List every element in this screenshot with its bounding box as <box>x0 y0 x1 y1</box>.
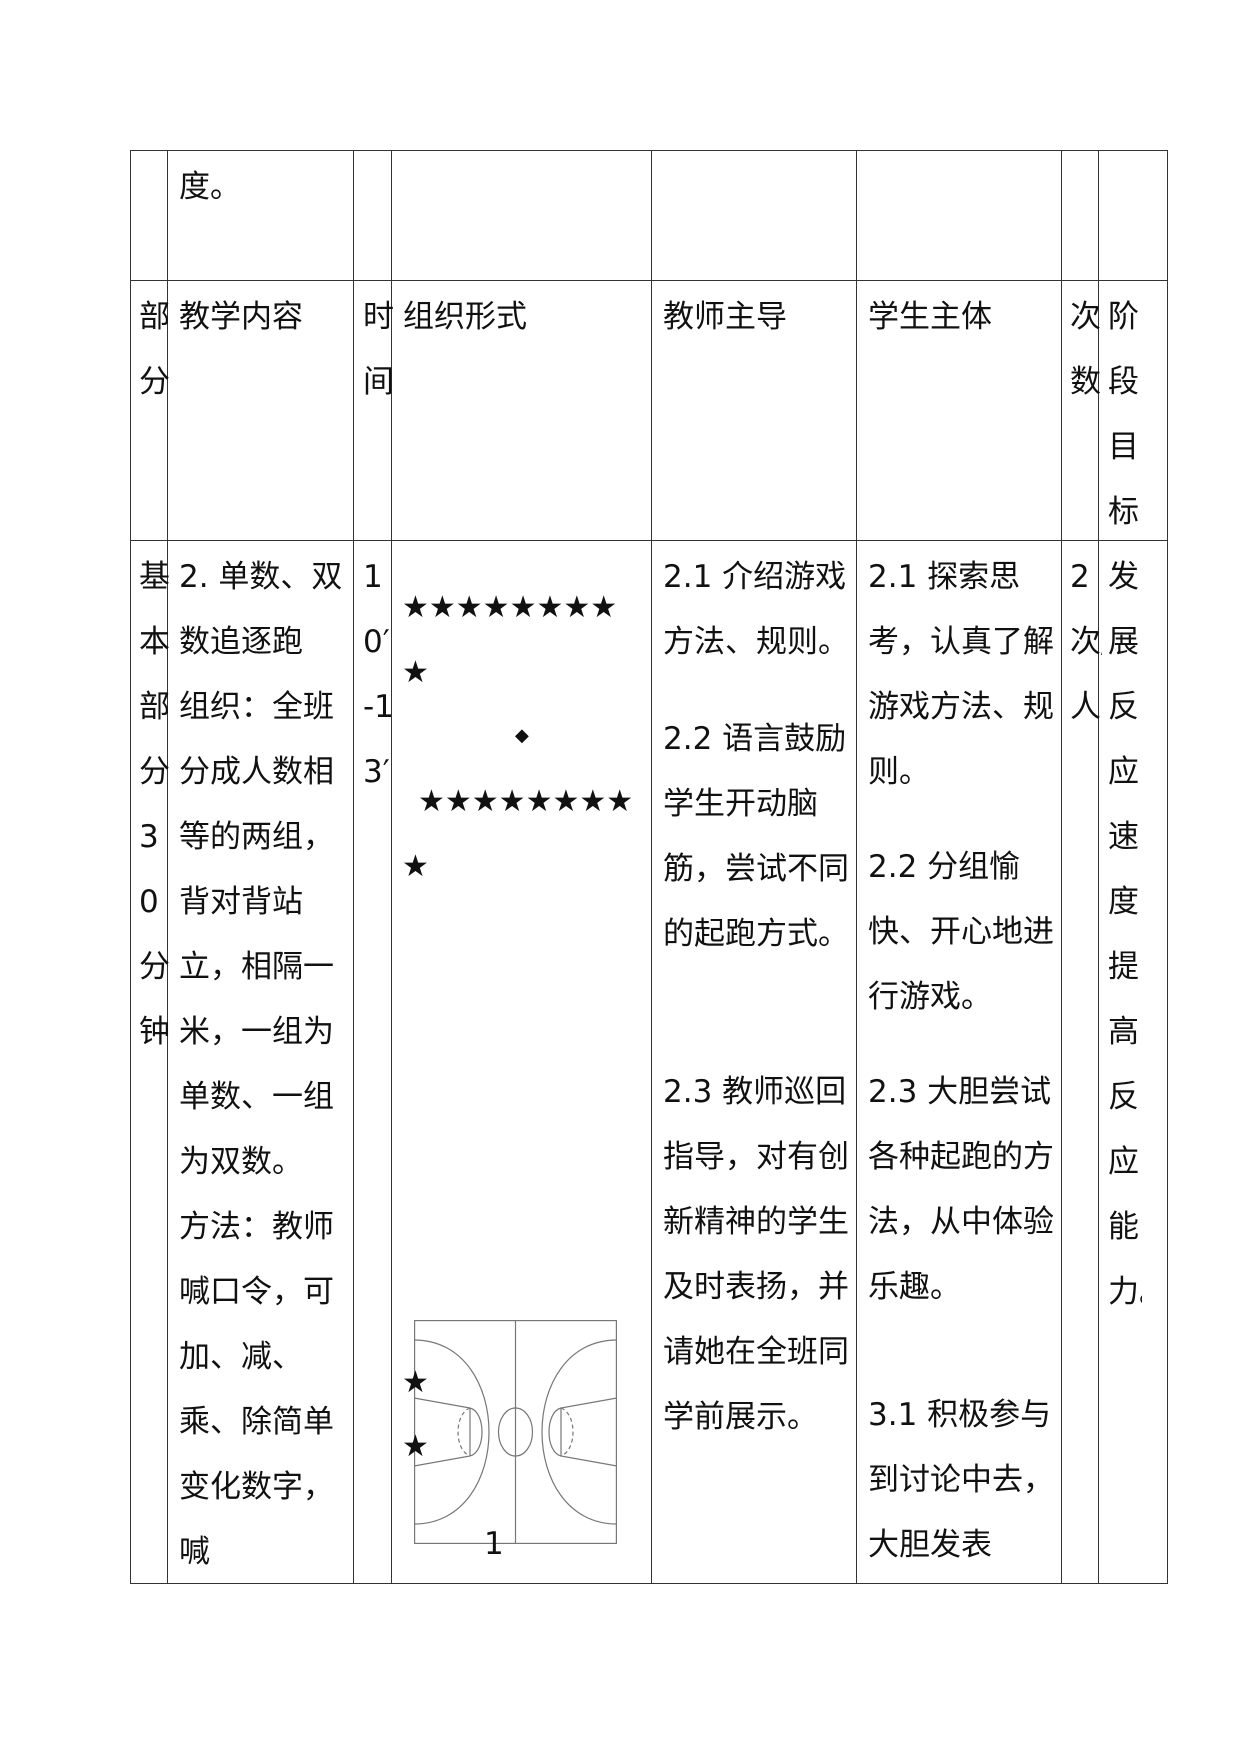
student-item-1: 2.1 探索思考，认真了解游戏方法、规则。 <box>868 559 1054 790</box>
teacher-item-1: 2.1 介绍游戏方法、规则。 <box>663 559 849 660</box>
table-border-right <box>1167 150 1168 1584</box>
table-col-divider <box>1061 150 1062 1584</box>
basketball-court-diagram <box>414 1320 617 1544</box>
student-item-4: 3.1 积极参与到讨论中去，大胆发表 <box>868 1397 1054 1563</box>
student-item-2: 2.2 分组愉快、开心地进行游戏。 <box>868 849 1054 1015</box>
teacher-marker: ◆ <box>515 725 529 746</box>
table-row-divider <box>130 280 1168 281</box>
table-col-divider <box>856 150 857 1584</box>
court-student-1: ★ <box>402 1365 429 1400</box>
court-student-2: ★ <box>402 1429 429 1464</box>
student-row-2: ★★★★★★★★ <box>418 784 634 819</box>
table-col-divider <box>391 150 392 1584</box>
body-time: 10′-13′ <box>363 559 394 790</box>
page-number: 1 <box>484 1526 504 1562</box>
table-border-bottom <box>130 1583 1168 1584</box>
student-row-1-tail: ★ <box>402 655 429 690</box>
header-time: 时间 <box>363 299 394 400</box>
table-col-divider <box>1098 150 1099 1584</box>
body-section: 基本部分30分钟 <box>139 559 170 1050</box>
top-row-content-text: 度。 <box>179 169 241 205</box>
header-teacher: 教师主导 <box>663 299 787 335</box>
header-goal: 阶段目标 <box>1108 299 1139 530</box>
header-content: 教学内容 <box>179 299 303 335</box>
header-student: 学生主体 <box>868 299 992 335</box>
teacher-item-2: 2.2 语言鼓励学生开动脑筋，尝试不同的起跑方式。 <box>663 721 849 952</box>
table-col-divider <box>167 150 168 1584</box>
table-col-divider <box>651 150 652 1584</box>
body-goal: 发展反应速度，提高反应能力。 <box>1108 559 1142 1310</box>
header-count: 次数 <box>1070 299 1101 400</box>
teacher-item-3: 2.3 教师巡回指导，对有创新精神的学生及时表扬，并请她在全班同学前展示。 <box>663 1074 849 1435</box>
header-organization: 组织形式 <box>403 299 527 335</box>
table-border-top <box>130 150 1168 151</box>
table-row-divider <box>130 540 1168 541</box>
body-content: 2. 单数、双数追逐跑 组织：全班分成人数相等的两组，背对背站立，相隔一米，一组… <box>179 559 343 1570</box>
table-col-divider <box>353 150 354 1584</box>
header-section: 部分 <box>139 299 170 400</box>
table-border-left <box>130 150 131 1584</box>
student-row-1: ★★★★★★★★ <box>402 590 618 625</box>
student-row-2-tail: ★ <box>402 849 429 884</box>
student-item-3: 2.3 大胆尝试各种起跑的方法，从中体验乐趣。 <box>868 1074 1054 1305</box>
body-count: 2次/人 <box>1070 559 1102 725</box>
